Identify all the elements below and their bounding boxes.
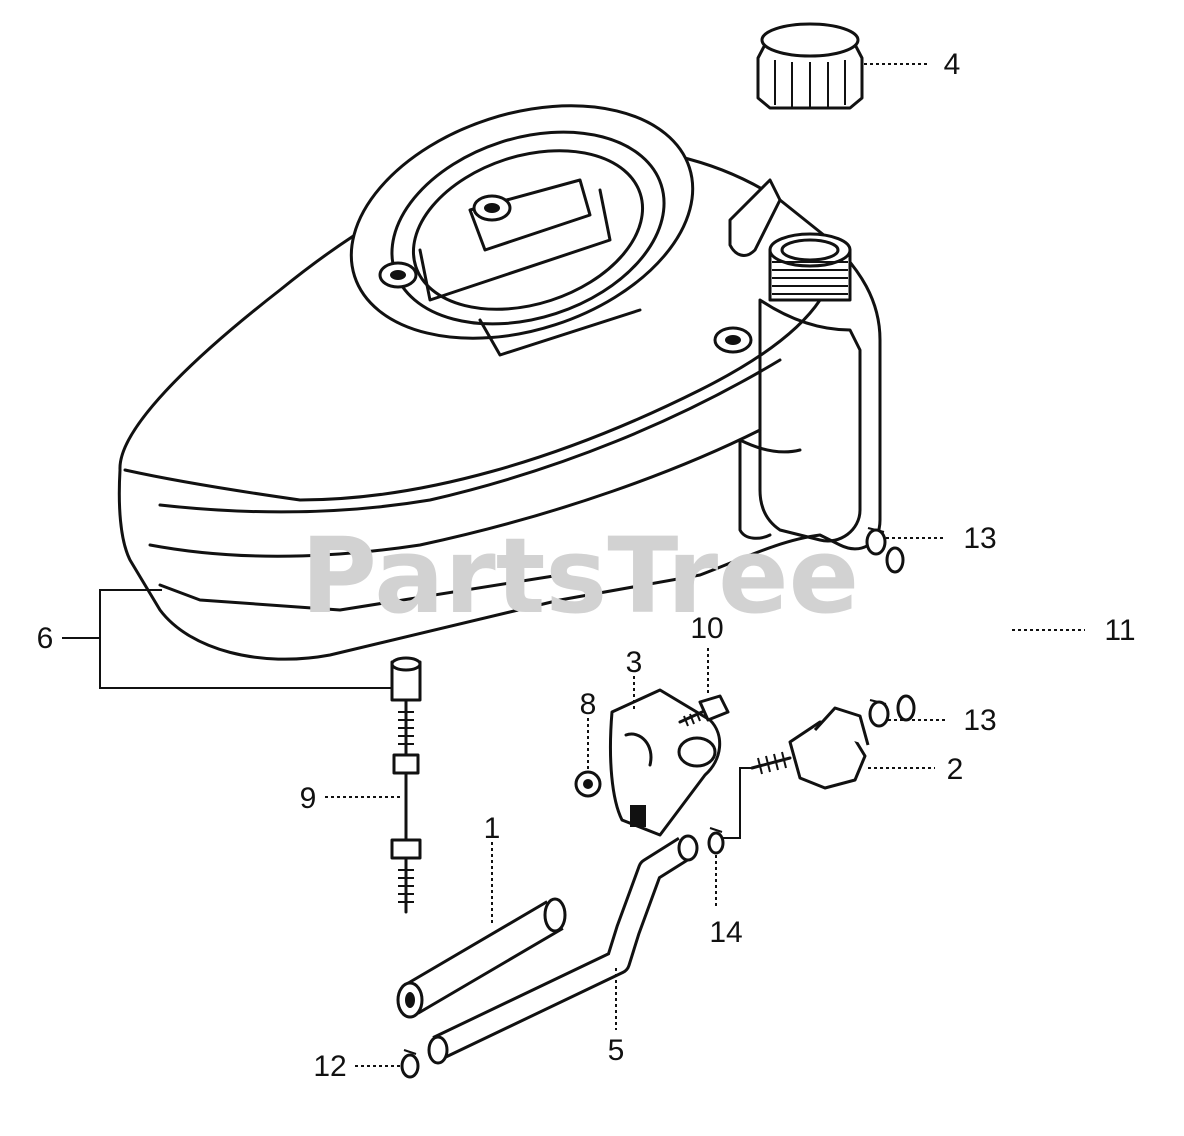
hose-straight [396,897,567,1019]
callout-label: 5 [608,1034,625,1067]
hose-clip-bottom [400,1049,420,1079]
fuel-hose-upper [885,546,1017,722]
callout-label: 9 [300,782,317,815]
fuel-valve [750,706,870,790]
bolt [678,694,730,727]
watermark-text: PartsTree [301,515,859,637]
nut [574,770,602,798]
callout-label: 4 [944,48,961,81]
fuel-hose-lower [427,834,699,1065]
fuel-tank [117,104,882,661]
callout-label: 6 [37,622,54,655]
callout-label: 13 [963,522,996,555]
callout-labels: 4 13 11 13 6 10 3 8 2 9 1 5 14 12 [37,48,1136,1083]
callout-label: 14 [709,916,742,949]
callout-label: 10 [690,612,723,645]
stud-bolt [390,656,422,914]
callout-label: 11 [1104,614,1135,647]
callout-label: 3 [626,646,643,679]
fuel-cap [756,22,864,110]
callout-label: 2 [947,753,964,786]
callout-label: 8 [580,688,597,721]
callout-label: 1 [484,812,501,845]
callout-label: 12 [313,1050,346,1083]
hose-clip-lower [868,699,890,728]
bracket [608,688,722,837]
callout-label: 13 [963,704,996,737]
hose-clip-upper [865,527,887,556]
leader-lines [62,63,1085,1067]
hose-clip-small [707,827,725,855]
